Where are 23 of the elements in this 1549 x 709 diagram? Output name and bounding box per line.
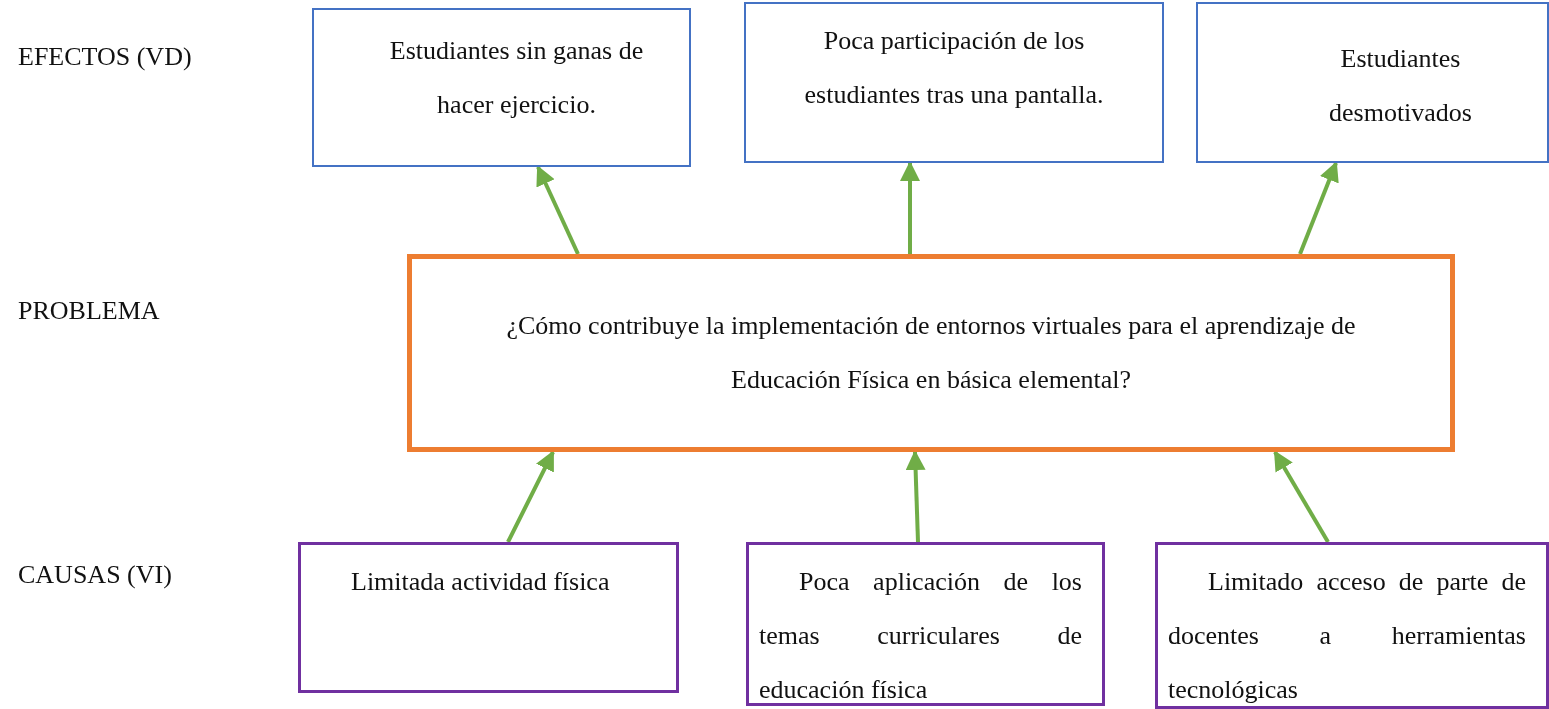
effect-box	[312, 8, 691, 167]
box-text: Poca participación de los estudiantes tras una pantalla.	[803, 25, 1105, 111]
box-text: Limitada actividad física	[350, 566, 611, 598]
row-label: PROBLEMA	[18, 296, 160, 326]
box-text: Limitado acceso de parte de docentes a herramientas tecnológicas	[1168, 566, 1526, 706]
arrow	[1298, 161, 1339, 255]
effect-box	[744, 2, 1164, 163]
cause-box	[1155, 542, 1549, 709]
arrow	[506, 450, 555, 543]
arrow	[536, 165, 580, 255]
effect-box	[1196, 2, 1549, 163]
box-text: Estudiantes desmotivados	[1328, 43, 1473, 129]
arrow	[905, 450, 926, 543]
arrow	[900, 161, 920, 254]
row-label: EFECTOS (VD)	[18, 42, 192, 72]
box-text: Estudiantes sin ganas de hacer ejercicio.	[388, 35, 645, 121]
box-text: Poca aplicación de los temas curriculares de educación física	[759, 566, 1082, 706]
problem-box	[407, 254, 1455, 452]
cause-box	[298, 542, 679, 693]
row-label: CAUSAS (VI)	[18, 560, 172, 590]
cause-box	[746, 542, 1105, 706]
box-text: ¿Cómo contribuye la implementación de entornos virtuales para el aprendizaje de Educación Física en básica elemental?	[505, 310, 1357, 396]
arrow	[1273, 450, 1330, 543]
